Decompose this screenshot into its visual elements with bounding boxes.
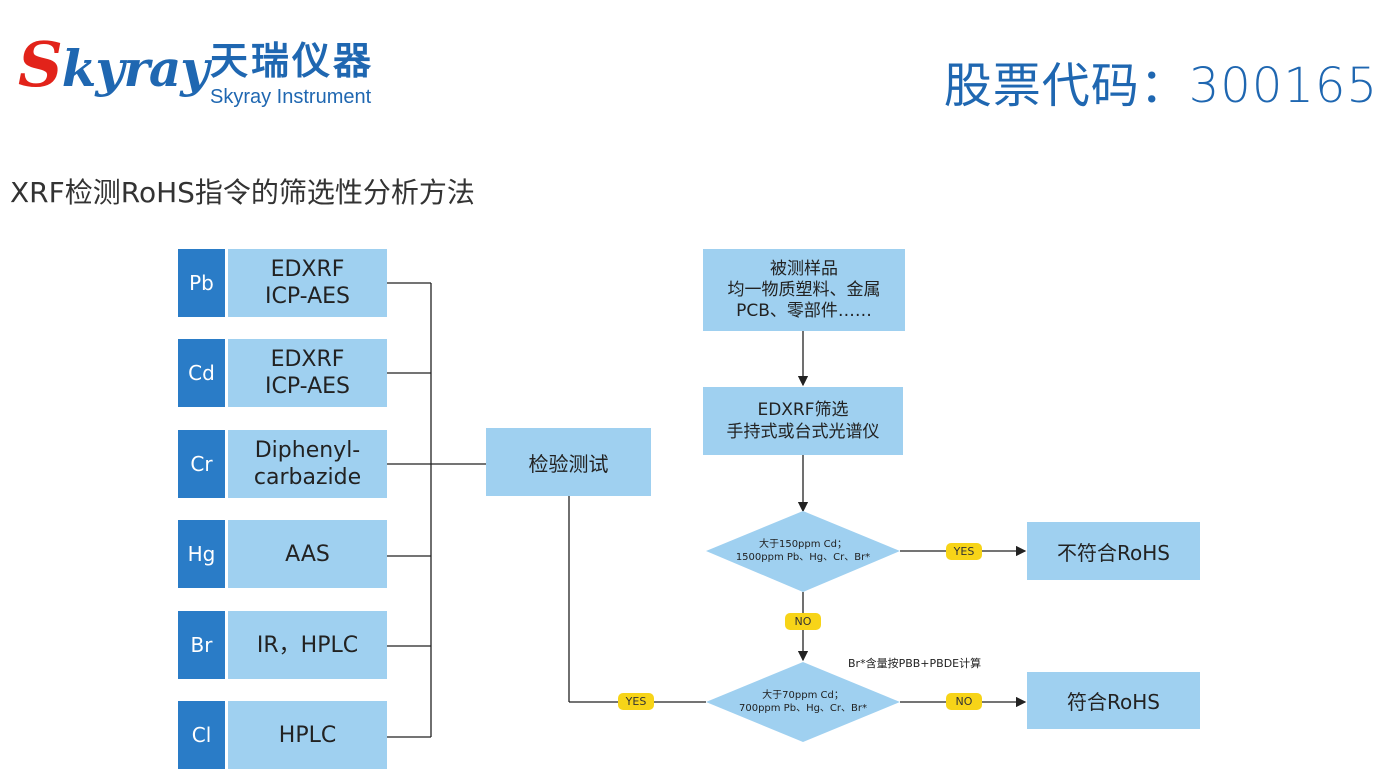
bromine-note: Br*含量按PBB+PBDE计算 <box>848 657 982 670</box>
method-line: ICP-AES <box>264 284 350 309</box>
decision-diamond-2 <box>706 662 900 742</box>
method-line: EDXRF <box>270 257 345 282</box>
screening-title: EDXRF筛选 <box>757 400 849 420</box>
method-line: Diphenyl- <box>254 438 361 463</box>
method-line: carbazide <box>253 465 362 490</box>
no-badge-2: NO <box>946 693 982 710</box>
element-cl: Cl <box>178 701 225 769</box>
sample-desc: 均一物质塑料、金属 <box>727 279 881 300</box>
logo-script-rest: kyray <box>61 39 209 98</box>
test-box: 检验测试 <box>486 428 651 496</box>
method-hg: AAS <box>228 520 387 588</box>
element-cr: Cr <box>178 430 225 498</box>
logo-english-name: Skyray Instrument <box>210 86 372 108</box>
method-cl: HPLC <box>228 701 387 769</box>
screening-desc: 手持式或台式光谱仪 <box>726 422 880 442</box>
screening-box: EDXRF筛选 手持式或台式光谱仪 <box>703 387 903 455</box>
method-line: EDXRF <box>270 347 345 372</box>
element-cd: Cd <box>178 339 225 407</box>
method-line: AAS <box>285 541 330 567</box>
decision-line: 大于150ppm Cd； <box>758 539 848 550</box>
compliant-box: 符合RoHS <box>1027 672 1200 729</box>
decision-2-text: 大于70ppm Cd； 700ppm Pb、Hg、Cr、Br* <box>716 689 890 715</box>
yes-badge-2: YES <box>618 693 654 710</box>
stock-code: 股票代码：300165 <box>943 58 1378 114</box>
method-cd: EDXRF ICP-AES <box>228 339 387 407</box>
element-pb: Pb <box>178 249 225 317</box>
decision-line: 1500ppm Pb、Hg、Cr、Br* <box>735 552 871 563</box>
method-line: HPLC <box>278 722 337 748</box>
not-compliant-box: 不符合RoHS <box>1027 522 1200 580</box>
method-cr: Diphenyl- carbazide <box>228 430 387 498</box>
method-line: IR，HPLC <box>256 632 359 658</box>
sample-desc: PCB、零部件…… <box>736 300 872 321</box>
logo-script-initial: S <box>18 28 63 101</box>
logo-chinese-name: 天瑞仪器 <box>210 39 375 83</box>
decision-line: 700ppm Pb、Hg、Cr、Br* <box>738 703 867 714</box>
decision-line: 大于70ppm Cd； <box>762 690 844 701</box>
element-br: Br <box>178 611 225 679</box>
method-pb: EDXRF ICP-AES <box>228 249 387 317</box>
page-subtitle: XRF检测RoHS指令的筛选性分析方法 <box>10 176 475 209</box>
logo-script: Skyray <box>18 28 209 101</box>
method-line: ICP-AES <box>264 374 350 399</box>
sample-title: 被测样品 <box>770 258 838 279</box>
element-hg: Hg <box>178 520 225 588</box>
decision-1-text: 大于150ppm Cd； 1500ppm Pb、Hg、Cr、Br* <box>716 538 890 564</box>
yes-badge-1: YES <box>946 543 982 560</box>
sample-box: 被测样品 均一物质塑料、金属 PCB、零部件…… <box>703 249 905 331</box>
decision-diamond-1 <box>706 511 900 592</box>
method-br: IR，HPLC <box>228 611 387 679</box>
no-badge-1: NO <box>785 613 821 630</box>
